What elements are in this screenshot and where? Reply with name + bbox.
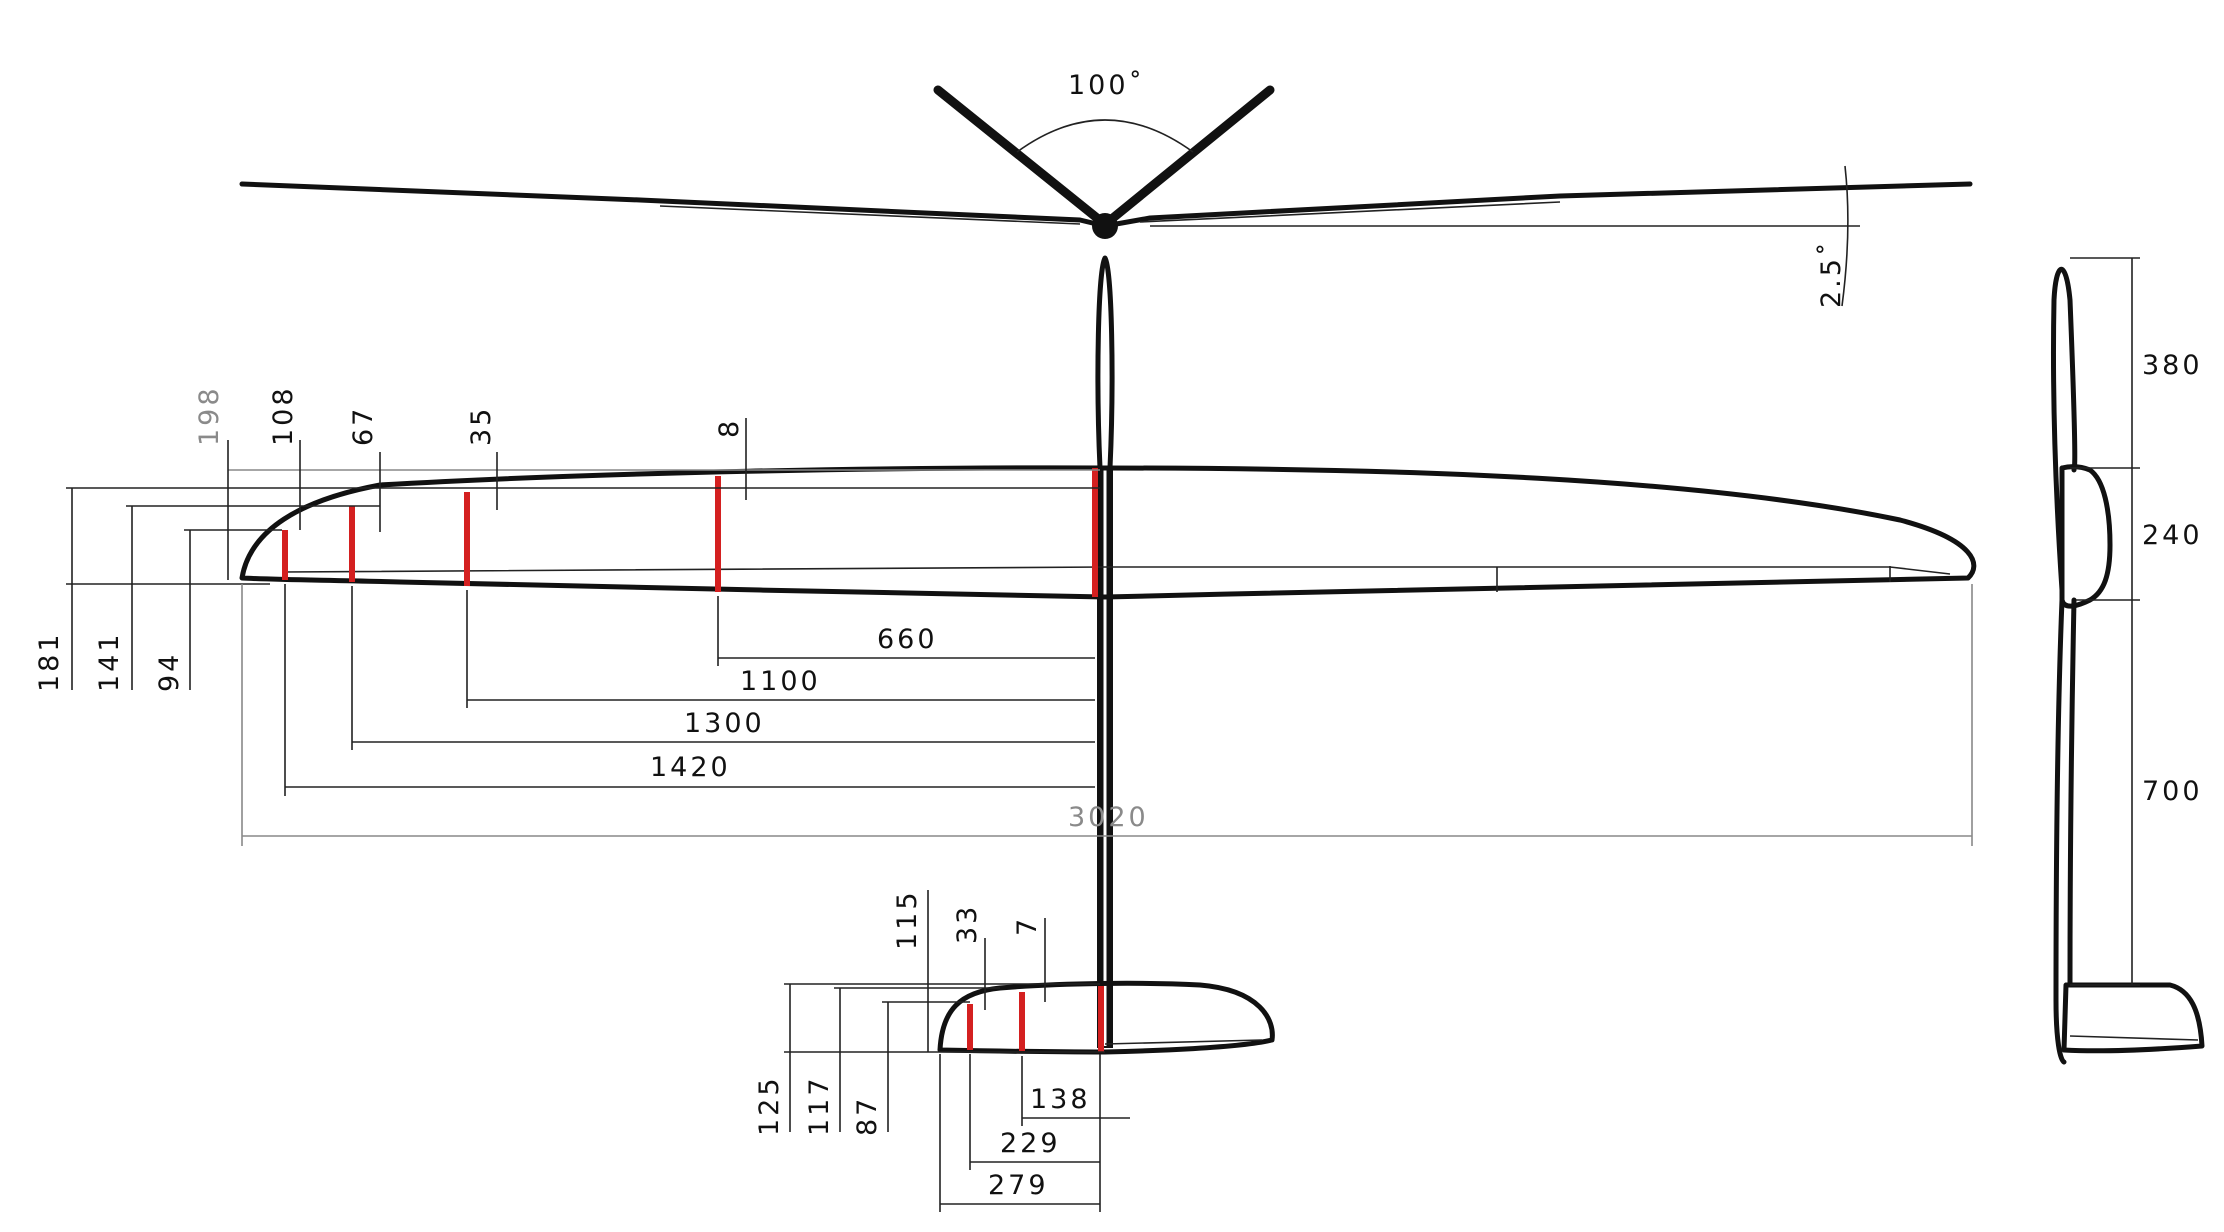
side-stabilizer — [2061, 982, 2205, 1054]
side-tail-boom — [2053, 597, 2077, 1065]
tail-chord-125: 125 — [754, 1075, 785, 1136]
fuselage-nose-top — [1095, 255, 1115, 471]
tail-offset-7: 7 — [1012, 916, 1043, 936]
side-segment-700: 700 — [2142, 776, 2203, 807]
wing-station-660: 660 — [877, 624, 938, 655]
wing-station-1100: 1100 — [740, 666, 821, 697]
tail-dimensions: 125 117 87 115 33 7 138 229 279 — [754, 889, 1130, 1212]
wing-offset-108: 108 — [268, 385, 299, 446]
wing-offset-35: 35 — [466, 406, 497, 446]
side-segment-240: 240 — [2142, 520, 2203, 551]
tail-offset-115: 115 — [892, 889, 923, 950]
elevator-hinge-line — [1104, 1039, 1263, 1045]
wing-chord-181: 181 — [34, 631, 65, 692]
side-segment-380: 380 — [2142, 350, 2203, 381]
front-wing-lower-edge — [659, 201, 1561, 225]
front-wing-right — [1102, 181, 1973, 229]
side-fin — [2050, 266, 2078, 593]
dihedral-angle-label: 100˚ — [1068, 70, 1145, 101]
wing-dihedral-arc — [1841, 165, 1849, 307]
side-fuselage-pod — [2059, 464, 2113, 609]
wing-chord-141: 141 — [94, 631, 125, 692]
wing-station-1420: 1420 — [650, 752, 731, 783]
tail-chord-87: 87 — [852, 1096, 883, 1136]
top-view — [239, 255, 1977, 1055]
wing-dimensions: 181 141 94 198 108 67 35 8 660 1100 1300… — [34, 385, 1973, 846]
side-stabilizer-hinge — [2069, 1035, 2199, 1041]
wing-hinge-line — [281, 566, 1951, 575]
wing-dihedral-label: 2.5˚ — [1816, 240, 1847, 308]
wing-offset-67: 67 — [348, 406, 379, 446]
vtail-left-panel — [933, 85, 1107, 227]
wing-span: 3020 — [1068, 802, 1149, 833]
tail-station-279: 279 — [988, 1170, 1049, 1201]
wing-offset-8: 8 — [714, 418, 745, 438]
tail-chord-117: 117 — [804, 1075, 835, 1136]
tail-station-138: 138 — [1030, 1084, 1091, 1115]
tail-station-229: 229 — [1000, 1128, 1061, 1159]
tail-offset-33: 33 — [952, 904, 983, 944]
dihedral-angle-arc — [1016, 119, 1194, 153]
vtail-right-panel — [1103, 85, 1275, 227]
wing-offset-198: 198 — [194, 385, 225, 446]
fuselage-nose — [1092, 213, 1118, 239]
front-view: 100˚ 2.5˚ — [239, 70, 1973, 308]
side-view: 380 240 700 — [2050, 257, 2205, 1065]
wing-chord-94: 94 — [154, 652, 185, 692]
wing-station-1300: 1300 — [684, 708, 765, 739]
wing-planform — [239, 465, 1977, 600]
